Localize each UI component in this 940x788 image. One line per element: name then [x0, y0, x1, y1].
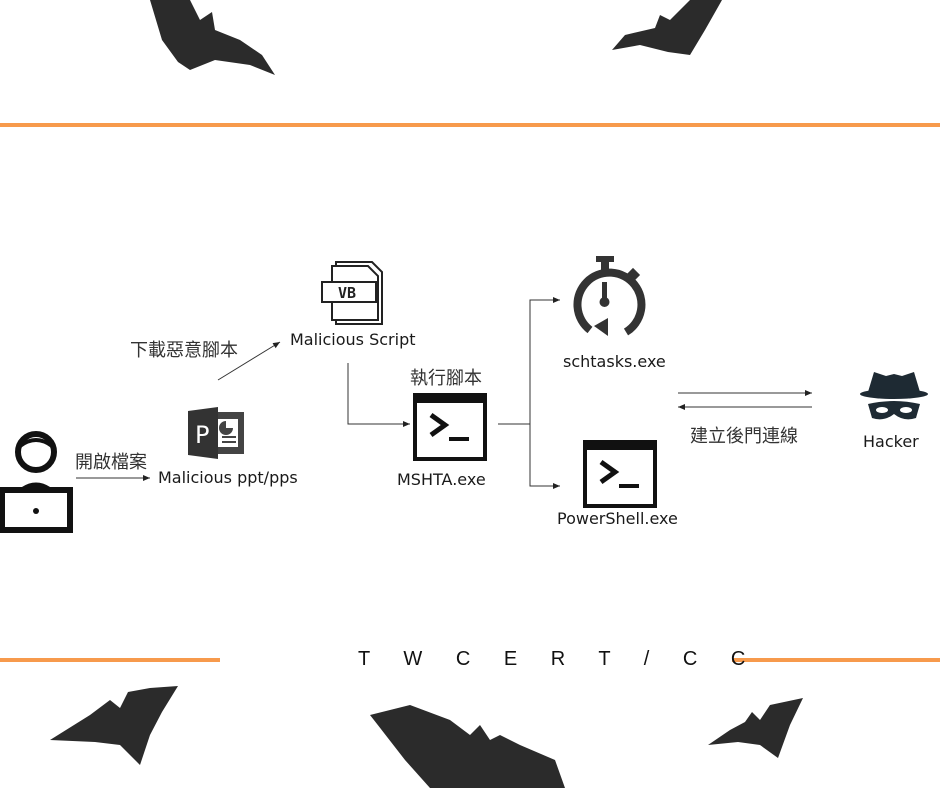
user-laptop-icon: [0, 431, 73, 533]
svg-text:P: P: [195, 421, 209, 449]
powerpoint-icon: P: [188, 407, 244, 459]
stopwatch-icon: [573, 256, 646, 336]
ppt-label: Malicious ppt/pps: [158, 468, 298, 487]
svg-text:VB: VB: [338, 284, 356, 302]
schtasks-label: schtasks.exe: [563, 352, 666, 371]
arrow-branch-ps: [529, 424, 560, 489]
divider-bottom-right: [732, 658, 940, 662]
script-label: Malicious Script: [290, 330, 416, 349]
brand-footer: T W C E R T / C C: [358, 648, 760, 670]
mshta-terminal-icon: [413, 393, 487, 461]
arrow-run: [347, 363, 410, 427]
spy-icon: [860, 372, 928, 420]
edge-label-download-script: 下載惡意腳本: [130, 340, 238, 361]
edge-label-backdoor: 建立後門連線: [690, 426, 798, 447]
arrow-branch: [498, 297, 560, 425]
powershell-terminal-icon: [583, 440, 657, 508]
mshta-label: MSHTA.exe: [397, 470, 486, 489]
divider-bottom-left: [0, 658, 220, 662]
edge-label-open-file: 開啟檔案: [75, 452, 147, 473]
arrow-download: [217, 341, 281, 381]
powershell-label: PowerShell.exe: [557, 509, 678, 528]
edge-label-run-script: 執行腳本: [410, 368, 482, 389]
divider-top: [0, 123, 940, 127]
vb-script-icon: VB: [321, 261, 383, 325]
hacker-label: Hacker: [863, 432, 919, 451]
